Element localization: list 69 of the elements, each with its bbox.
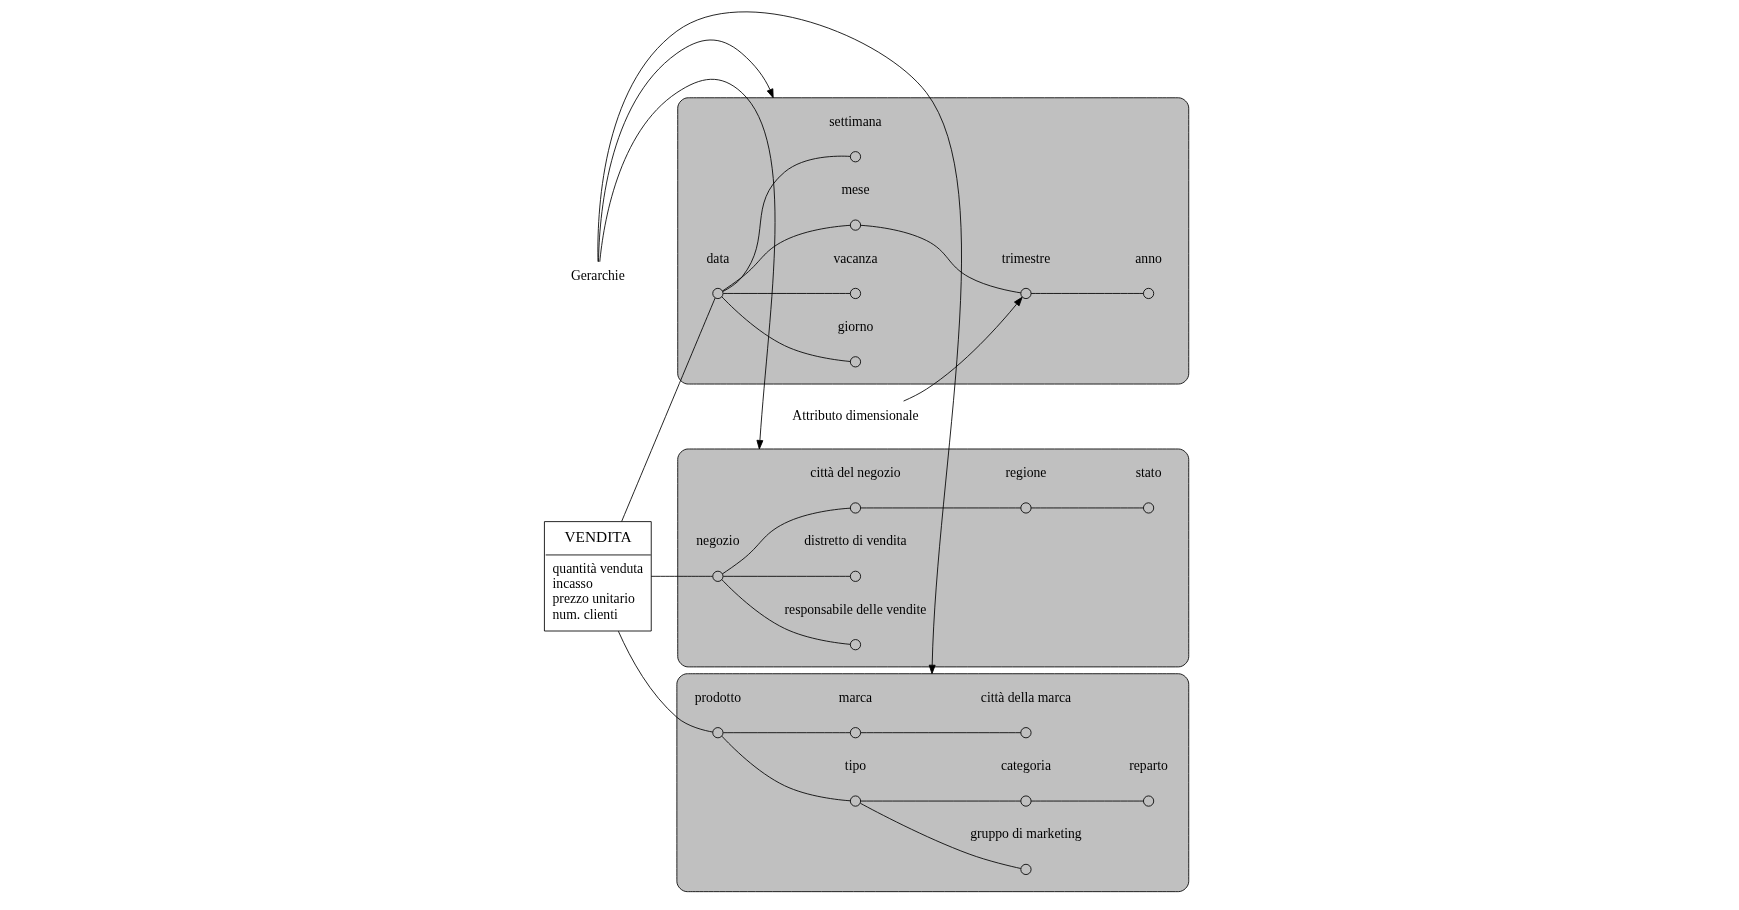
cluster <box>675 673 1189 893</box>
node-circle <box>849 639 861 651</box>
connector <box>1030 800 1144 802</box>
connector <box>721 735 851 802</box>
node-label: reparto <box>1128 758 1168 774</box>
connector <box>859 732 1021 734</box>
node-label: negozio <box>695 533 740 549</box>
node-circle <box>849 151 861 163</box>
node-label: distretto di vendita <box>803 533 907 549</box>
connector <box>722 575 851 577</box>
arrow <box>598 78 775 450</box>
node-circle <box>711 727 723 739</box>
node-label: giorno <box>837 318 873 334</box>
connector <box>721 224 851 292</box>
connector <box>721 579 851 645</box>
connector <box>1030 507 1144 509</box>
connector <box>1030 293 1144 294</box>
connector <box>620 297 716 522</box>
connector <box>859 507 1021 509</box>
node-label: prodotto <box>694 689 741 705</box>
node-circle <box>711 287 723 299</box>
node-label: data <box>706 250 729 266</box>
node-label: responsabile delle vendite <box>784 601 926 617</box>
node-circle <box>1019 502 1031 514</box>
node-label: città della marca <box>980 689 1071 705</box>
connector <box>721 296 851 362</box>
node-circle <box>1019 287 1031 299</box>
node-circle <box>1019 863 1031 875</box>
node-label: tipo <box>844 758 866 774</box>
node-circle <box>1142 795 1154 807</box>
connector <box>617 630 713 733</box>
node-circle <box>849 570 861 582</box>
connector <box>721 155 851 292</box>
node-label: stato <box>1135 465 1161 481</box>
connector <box>721 507 851 575</box>
node-label: gruppo di marketing <box>969 826 1082 842</box>
node-circle <box>849 219 861 231</box>
node-circle <box>1019 795 1031 807</box>
node-label: mese <box>840 182 869 198</box>
node-circle <box>1142 287 1154 299</box>
node-label: vacanza <box>832 250 877 266</box>
connector <box>722 732 851 734</box>
node-circle <box>849 502 861 514</box>
node-circle <box>711 570 723 582</box>
connector <box>859 802 1021 869</box>
node-circle <box>1142 502 1154 514</box>
node-text: Gerarchie <box>570 268 625 284</box>
node-circle <box>1019 727 1031 739</box>
arrow <box>902 296 1023 402</box>
node-circle <box>849 287 861 299</box>
node-label: trimestre <box>1001 250 1050 266</box>
node-label: regione <box>1004 465 1046 481</box>
node-circle <box>849 356 861 368</box>
connector <box>859 224 1021 294</box>
arrow <box>596 11 962 675</box>
node-circle <box>849 795 861 807</box>
node-circle <box>849 727 861 739</box>
node-label: anno <box>1134 250 1162 266</box>
node-label: marca <box>838 689 872 705</box>
cluster <box>676 448 1189 668</box>
connector <box>722 293 851 294</box>
cluster <box>676 97 1189 385</box>
arrow <box>597 39 774 263</box>
connector <box>650 575 713 577</box>
node-label: settimana <box>828 113 882 129</box>
node-label: città del negozio <box>809 465 901 481</box>
node-text: Attributo dimensionale <box>791 407 919 423</box>
connector <box>859 800 1021 802</box>
node-label: categoria <box>1000 758 1051 774</box>
